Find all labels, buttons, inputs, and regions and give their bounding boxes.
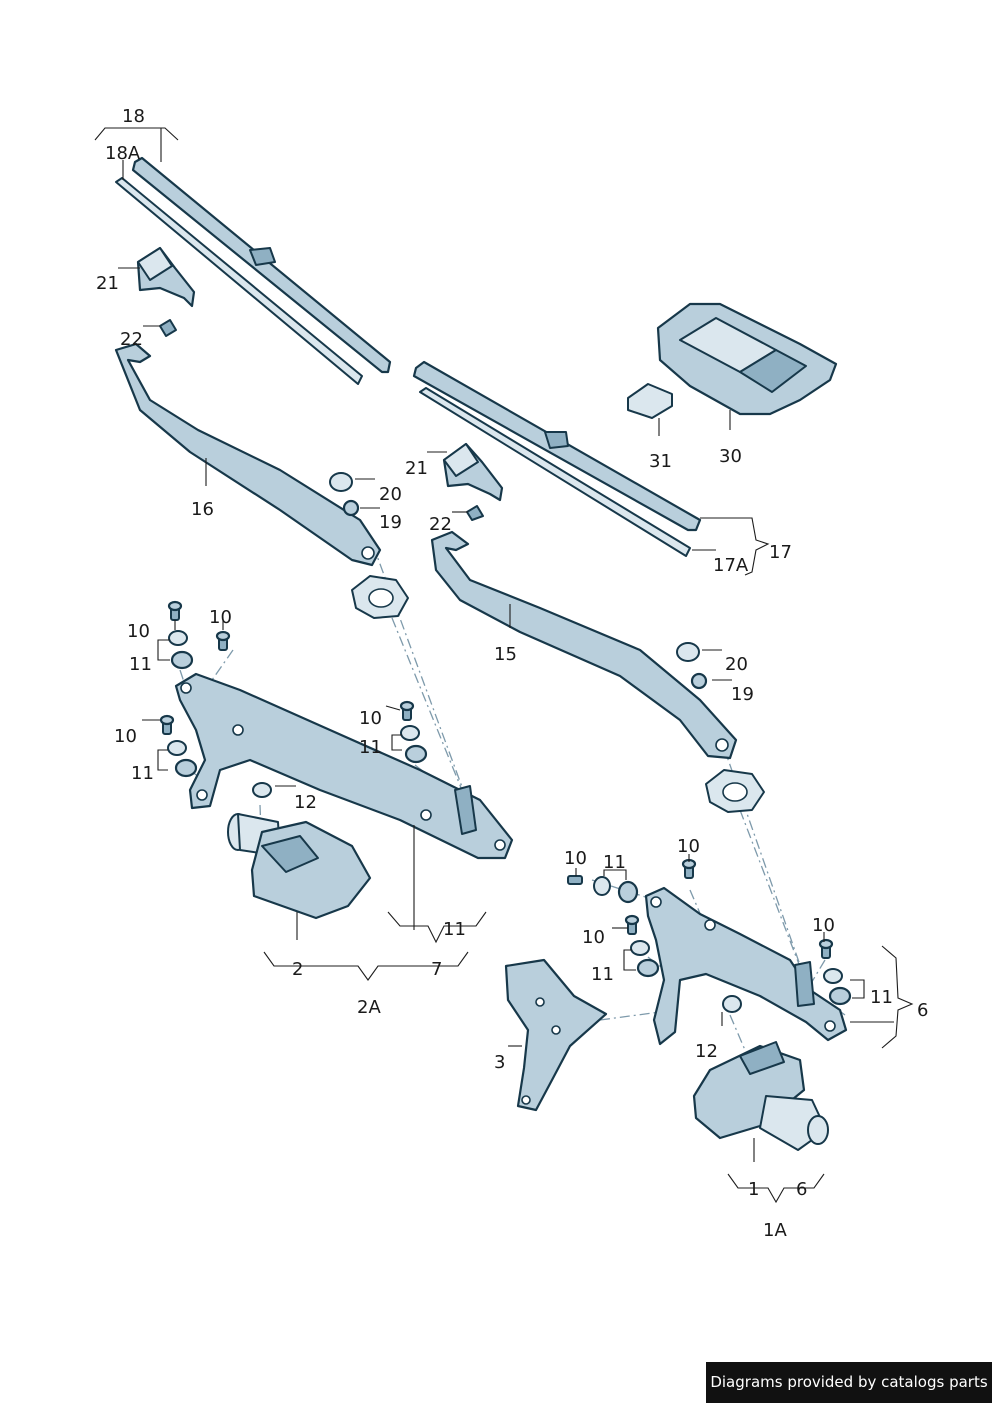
label-3: 3 [494,1052,505,1073]
connector-31 [627,383,673,419]
nut-19-lower [690,672,708,690]
label-1: 1 [748,1179,759,1200]
wiper-motor-1 [692,1041,829,1151]
label-10-h: 10 [812,915,835,936]
nut-19-upper [342,499,360,517]
label-11-d: 11 [443,919,466,940]
wiper-arm-16 [114,342,382,567]
label-15: 15 [494,644,517,665]
label-6-frame: 6 [917,1000,928,1021]
label-18a: 18A [105,143,141,164]
label-10-c: 10 [114,726,137,747]
label-18: 18 [122,106,145,127]
seal-washer-upper [351,575,409,619]
cover-cap-21-lower [442,442,504,502]
label-31: 31 [649,451,672,472]
clip-22-lower [466,505,484,521]
label-10-g: 10 [582,927,605,948]
wiper-rubber-18a [115,177,363,385]
bolts-and-washers [159,600,852,1013]
label-7: 7 [431,959,442,980]
label-11-c: 11 [359,737,382,758]
label-21-lower: 21 [405,458,428,479]
label-2: 2 [292,959,303,980]
label-2a: 2A [357,997,381,1018]
label-10-e: 10 [564,848,587,869]
label-12-left: 12 [294,792,317,813]
label-16: 16 [191,499,214,520]
label-21-upper: 21 [96,273,119,294]
label-19-lower: 19 [731,684,754,705]
bracket-3 [504,958,608,1112]
label-10-b: 10 [209,607,232,628]
label-1a: 1A [763,1220,787,1241]
label-6-motor: 6 [796,1179,807,1200]
label-10-d: 10 [359,708,382,729]
label-12-right: 12 [695,1041,718,1062]
label-20-upper: 20 [379,484,402,505]
label-10-a: 10 [127,621,150,642]
label-30: 30 [719,446,742,467]
seal-washer-lower [705,769,765,813]
wiper-rubber-17a [419,387,691,557]
label-11-e: 11 [603,852,626,873]
label-10-f: 10 [677,836,700,857]
label-11-f: 11 [591,964,614,985]
wiper-blade-17 [412,360,702,532]
label-22-upper: 22 [120,329,143,350]
cap-20-upper [329,472,353,492]
label-20-lower: 20 [725,654,748,675]
label-11-b: 11 [131,763,154,784]
wiper-blade-18 [131,156,392,374]
label-11-g: 11 [870,987,893,1008]
linkage-frame-7 [174,672,514,860]
linkage-frame-6 [644,886,848,1046]
attribution-footer: Diagrams provided by catalogs parts [706,1362,992,1403]
clip-22-upper [159,319,177,337]
label-19-upper: 19 [379,512,402,533]
label-17a: 17A [713,555,749,576]
label-22-lower: 22 [429,514,452,535]
wiper-motor-2 [227,813,372,920]
leader-lines [94,127,914,1204]
cover-cap-21-upper [136,246,196,308]
part-labels: 18 18A 21 22 16 20 19 21 22 17 17A 15 20… [96,106,928,1241]
label-11-a: 11 [129,654,152,675]
label-17: 17 [769,542,792,563]
cap-20-lower [676,642,700,662]
sensor-module-30 [656,302,838,416]
